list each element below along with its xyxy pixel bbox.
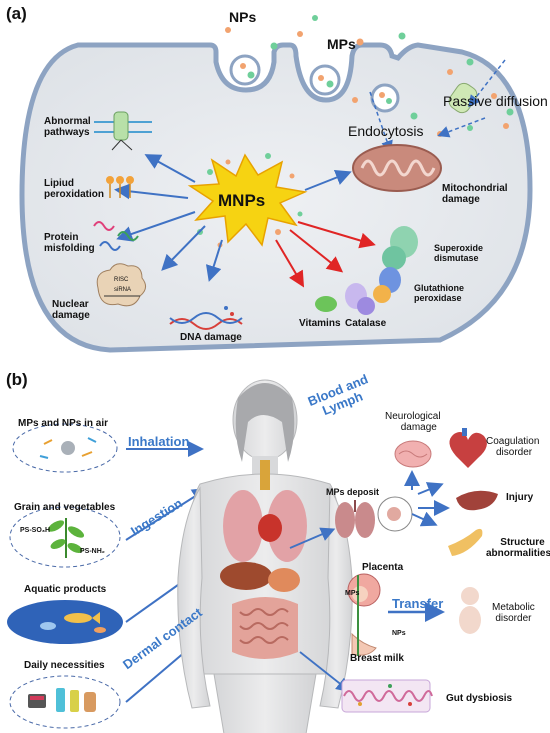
- panel-a-tag: (a): [6, 4, 27, 23]
- air-particles-icon: [39, 437, 97, 459]
- transfer-label: Transfer: [392, 596, 444, 611]
- mnps-burst: [187, 153, 308, 247]
- sirna-label: siRNA: [114, 287, 132, 293]
- risc-complex-icon: [96, 263, 146, 307]
- particles-around-mnps: [197, 153, 303, 248]
- passive-diffusion-label: Passive diffusion: [443, 93, 548, 109]
- aquatic-source-oval: [7, 600, 123, 644]
- vitamins-molecule: [315, 296, 337, 312]
- membrane-receptor-icon: [94, 111, 152, 151]
- protein-strands-icon: [93, 221, 139, 251]
- ps-so3h-label: PS-SO₃H: [20, 527, 51, 534]
- dna-damage-label: DNA damage: [180, 332, 242, 343]
- endocytosis-label: Endocytosis: [348, 123, 424, 139]
- mnps-label: MNPs: [218, 191, 266, 210]
- lungs-icon: [335, 500, 375, 538]
- particles-outside: [225, 15, 514, 137]
- vesicle: [309, 64, 341, 96]
- placenta-label: Placenta: [362, 562, 404, 573]
- superoxide-dismutase-protein: [382, 226, 418, 270]
- internal-organs: [220, 460, 307, 659]
- human-body: [177, 379, 353, 733]
- catalase-protein: [345, 283, 375, 315]
- mps-deposit-label: MPs deposit: [326, 487, 380, 497]
- brain-icon: [394, 440, 432, 468]
- gut-villi-icon: [341, 679, 433, 713]
- heart-icon: [449, 428, 487, 468]
- source-aquatic-label: Aquatic products: [24, 584, 107, 595]
- dna-helix-icon: [169, 306, 243, 330]
- inhalation-label: Inhalation: [128, 434, 190, 449]
- fish-icon: [40, 612, 106, 633]
- vesicle: [229, 54, 261, 86]
- mps-placenta-label: MPs: [345, 590, 360, 597]
- plant-icon: [47, 518, 85, 558]
- infant-icon: [459, 587, 481, 634]
- gut-dysbiosis-label: Gut dysbiosis: [446, 693, 513, 704]
- breast-milk-label: Breast milk: [350, 653, 404, 664]
- mps-label: MPs: [327, 36, 356, 52]
- nps-label: NPs: [229, 9, 257, 25]
- glutathione-peroxidase-protein: [373, 267, 401, 303]
- source-air-label: MPs and NPs in air: [18, 418, 109, 429]
- placenta-icon: [347, 573, 381, 607]
- risc-label: RISC: [114, 277, 129, 283]
- ps-nh2-label: PS-NH₂: [80, 548, 105, 555]
- liver-icon: [456, 490, 498, 511]
- nps-breast-label: NPs: [392, 630, 406, 637]
- source-daily-label: Daily necessities: [24, 660, 105, 671]
- breast-icon: [351, 632, 377, 656]
- cosmetics-icon: [28, 688, 96, 712]
- vesicle: [370, 83, 400, 113]
- vitamins-label: Vitamins: [299, 318, 341, 329]
- panel-b-tag: (b): [6, 370, 28, 389]
- lipid-icon: [106, 176, 134, 198]
- source-grain-label: Grain and vegetables: [14, 502, 116, 513]
- mitochondrion: [352, 144, 442, 192]
- pancreas-icon: [448, 528, 483, 556]
- injury-label: Injury: [506, 492, 534, 503]
- catalase-label: Catalase: [345, 318, 387, 329]
